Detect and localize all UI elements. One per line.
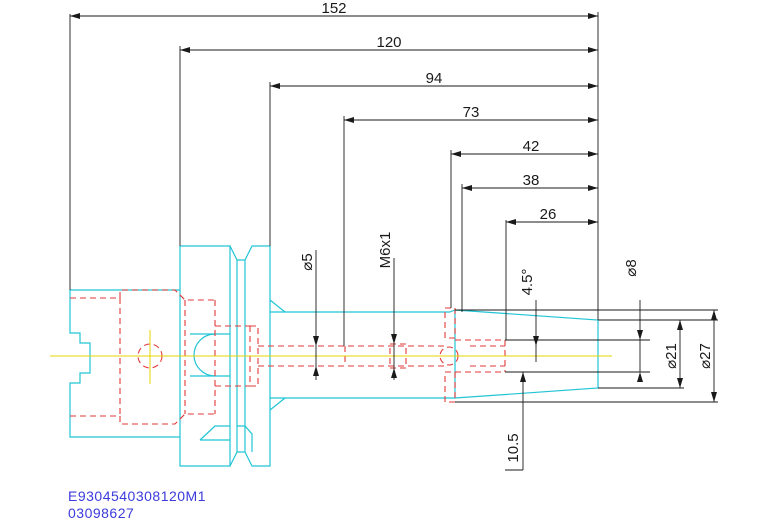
dimension-lines bbox=[69, 12, 718, 471]
dim-dia27: ⌀27 bbox=[697, 343, 714, 369]
dim-73: 73 bbox=[463, 104, 480, 121]
dim-42: 42 bbox=[523, 138, 540, 155]
dim-94: 94 bbox=[426, 70, 443, 87]
dim-dia5: ⌀5 bbox=[299, 253, 316, 270]
dimension-arrows bbox=[70, 13, 717, 402]
dim-152: 152 bbox=[321, 0, 346, 17]
dim-dia21: ⌀21 bbox=[663, 343, 680, 369]
dim-120: 120 bbox=[376, 34, 401, 51]
dimension-labels: 152 120 94 73 42 38 26 ⌀5 M6x1 4.5° 10.5… bbox=[299, 0, 714, 463]
dim-26: 26 bbox=[540, 206, 557, 223]
dim-10-5: 10.5 bbox=[505, 433, 522, 462]
part-number: 03098627 bbox=[68, 505, 135, 521]
dim-38: 38 bbox=[523, 172, 540, 189]
part-code: E9304540308120M1 bbox=[68, 488, 207, 504]
dim-dia8: ⌀8 bbox=[623, 259, 640, 276]
dim-angle-4-5: 4.5° bbox=[519, 269, 536, 296]
centerline bbox=[50, 330, 612, 384]
hidden-lines bbox=[70, 289, 506, 425]
dim-m6x1: M6x1 bbox=[377, 232, 394, 269]
